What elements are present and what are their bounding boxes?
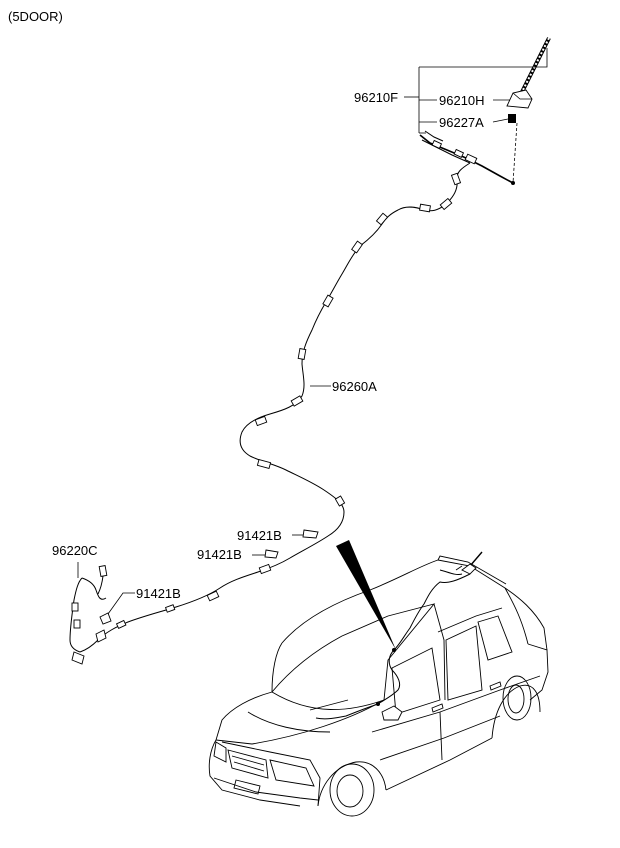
part-label-91421B-upper: 91421B [237, 528, 282, 543]
grommet-lower [99, 592, 135, 625]
part-label-96210F: 96210F [354, 90, 398, 105]
part-label-91421B-lower: 91421B [136, 586, 181, 601]
car-illustration [208, 551, 549, 817]
grommet-upper [292, 529, 319, 539]
grommet-middle [252, 549, 279, 559]
part-label-96210H: 96210H [439, 93, 485, 108]
part-label-96220C: 96220C [52, 543, 98, 558]
location-pointer [336, 540, 396, 650]
roof-harness [419, 130, 515, 185]
antenna-mast [506, 37, 551, 184]
feeder-cable [79, 162, 471, 653]
antenna-label-group: 96210F 96210H 96227A [354, 48, 548, 134]
part-label-91421B-middle: 91421B [197, 547, 242, 562]
variant-label: (5DOOR) [8, 9, 63, 24]
cable-end [69, 562, 108, 665]
part-label-96227A: 96227A [439, 115, 484, 130]
part-label-96260A: 96260A [332, 379, 377, 394]
